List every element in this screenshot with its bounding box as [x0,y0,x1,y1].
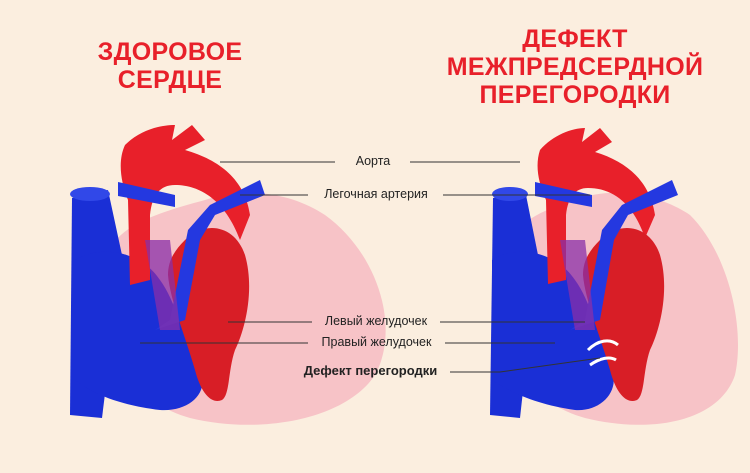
defect-heart-title: ДЕФЕКТ МЕЖПРЕДСЕРДНОЙ ПЕРЕГОРОДКИ [425,25,725,109]
healthy-heart [70,125,386,425]
pulmonary-artery [155,180,265,330]
defect-title-line-3: ПЕРЕГОРОДКИ [479,81,671,109]
vena-cava-top-defect [492,187,528,201]
pulmonary-artery-defect [570,180,678,330]
defect-title-line-2: МЕЖПРЕДСЕРДНОЙ [446,53,704,81]
healthy-heart-title: ЗДОРОВОЕ СЕРДЦЕ [60,38,280,94]
right-ventricle-blue-defect [492,251,614,411]
valve-overlap [145,240,180,330]
label-aorta: Аорта [355,154,391,168]
label-pulmonary-artery: Легочная артерия [324,187,428,201]
label-left-ventricle: Левый желудочек [324,314,428,328]
shunt-arrow-icon [586,339,619,352]
leader-lines [140,161,601,373]
valve-overlap-defect [560,240,595,330]
vena-cava-top [70,187,110,201]
pulmonary-branch [118,182,175,207]
aorta [120,125,250,285]
defect-heart [490,128,738,425]
healthy-title-line-1: ЗДОРОВОЕ [97,38,243,66]
label-right-ventricle: Правый желудочек [321,335,432,349]
defect-title-line-1: ДЕФЕКТ [522,25,628,53]
label-septal-defect: Дефект перегородки [303,363,438,378]
shunt-arrow-icon-2 [589,356,617,367]
healthy-title-line-2: СЕРДЦЕ [117,66,223,94]
right-ventricle-blue [75,251,203,411]
aorta-defect [537,128,655,284]
